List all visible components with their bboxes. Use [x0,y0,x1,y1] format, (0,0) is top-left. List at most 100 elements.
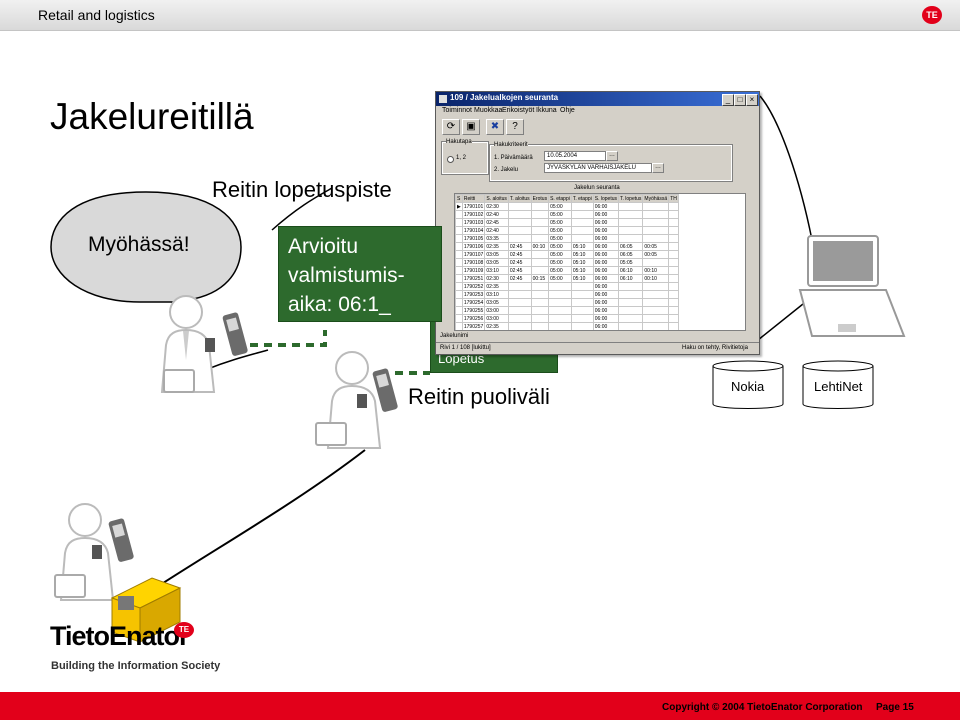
table-cell [617,202,644,211]
criteria-date-field[interactable]: 10.05.2004 [544,151,606,161]
table-cell [530,226,550,235]
delivery-picker-button[interactable]: … [652,163,664,173]
grid-column-header[interactable]: S. etappi [548,194,572,203]
table-cell [642,322,670,330]
grid-column-header[interactable]: TH [668,194,679,203]
menu-ikkuna[interactable]: Ikkuna [536,107,557,114]
grid-caption: Jakelun seuranta [574,185,620,191]
table-cell [617,234,644,243]
table-cell: 03:35 [484,234,509,243]
table-cell [570,226,594,235]
menu-erikoistyot[interactable]: Erikoistyöt [502,107,535,114]
menu-toiminnot[interactable]: Toiminnot [442,107,472,114]
table-cell: 05:10 [570,258,594,267]
grid-column-header[interactable]: Reitti [461,194,486,203]
table-cell [530,202,550,211]
table-cell: 06:00 [592,322,620,330]
table-cell: 02:30 [484,202,509,211]
grid-column-header[interactable]: S. lopetus [592,194,620,203]
table-cell [642,298,670,307]
criteria-label: Hakukriteerit [494,142,528,148]
menu-bar: Toiminnot Muokkaa Erikoistyöt Ikkuna Ohj… [436,107,759,117]
grid-column-header[interactable]: Myöhässä [642,194,670,203]
table-cell: 02:40 [484,210,509,219]
close-icon[interactable]: ✖ [486,119,504,135]
refresh-icon[interactable]: ⟳ [442,119,460,135]
window-title: 109 / Jakelualkojen seuranta [450,93,559,102]
table-cell [507,306,532,315]
table-cell: 06:00 [592,234,620,243]
grid-column-header[interactable]: S. aloitus [484,194,509,203]
table-cell [617,226,644,235]
table-cell: 02:45 [507,242,532,251]
page-title: Jakelureitillä [50,96,254,137]
table-cell: 1790107 [461,250,486,259]
table-cell [507,226,532,235]
table-cell [455,266,463,275]
grid-column-header[interactable]: T. lopetus [617,194,644,203]
table-cell: 05:00 [548,202,572,211]
table-cell [455,274,463,283]
criteria-delivery-field[interactable]: JYVÄSKYLÄN VARHAISJAKELU [544,163,652,173]
table-cell [642,210,670,219]
menu-ohje[interactable]: Ohje [560,107,575,114]
table-cell: 02:45 [507,266,532,275]
table-cell [548,322,572,330]
grid-column-header[interactable]: S [455,194,463,203]
table-cell: 06:00 [592,290,620,299]
table-cell [570,210,594,219]
minimize-button[interactable]: _ [722,94,734,106]
te-logo-badge: TE [922,6,942,24]
table-cell: 00:05 [642,242,670,251]
table-cell [668,226,679,235]
help-icon[interactable]: ? [506,119,524,135]
save-icon[interactable]: ▣ [462,119,480,135]
logo-tagline: Building the Information Society [51,660,221,672]
table-cell [668,306,679,315]
table-cell [668,218,679,227]
table-cell [507,202,532,211]
laptop-icon [798,235,906,337]
maximize-button[interactable]: □ [734,94,746,106]
table-cell [548,298,572,307]
copyright-text: Copyright © 2004 TietoEnator Corporation [662,702,863,713]
table-cell [570,322,594,330]
grid-column-header[interactable]: T. etappi [570,194,594,203]
estimate-line-1: Arvioitu [288,235,359,258]
table-cell [530,210,550,219]
menu-muokkaa[interactable]: Muokkaa [474,107,503,114]
grid-column-header[interactable]: Erotus [530,194,550,203]
table-cell: 1790252 [461,282,486,291]
table-cell [455,250,463,259]
slide-section-title: Retail and logistics [38,7,155,23]
close-button[interactable]: × [746,94,758,106]
search-mode-radio[interactable] [447,156,454,163]
table-cell: 06:00 [592,202,620,211]
nokia-label: Nokia [731,379,765,394]
table-cell: 00:05 [642,250,670,259]
table-cell: 1790109 [461,266,486,275]
grid-column-header[interactable]: T. aloitus [507,194,532,203]
table-cell [530,322,550,330]
date-picker-button[interactable]: … [606,151,618,161]
table-cell: 03:10 [484,266,509,275]
table-cell: 1790255 [461,306,486,315]
